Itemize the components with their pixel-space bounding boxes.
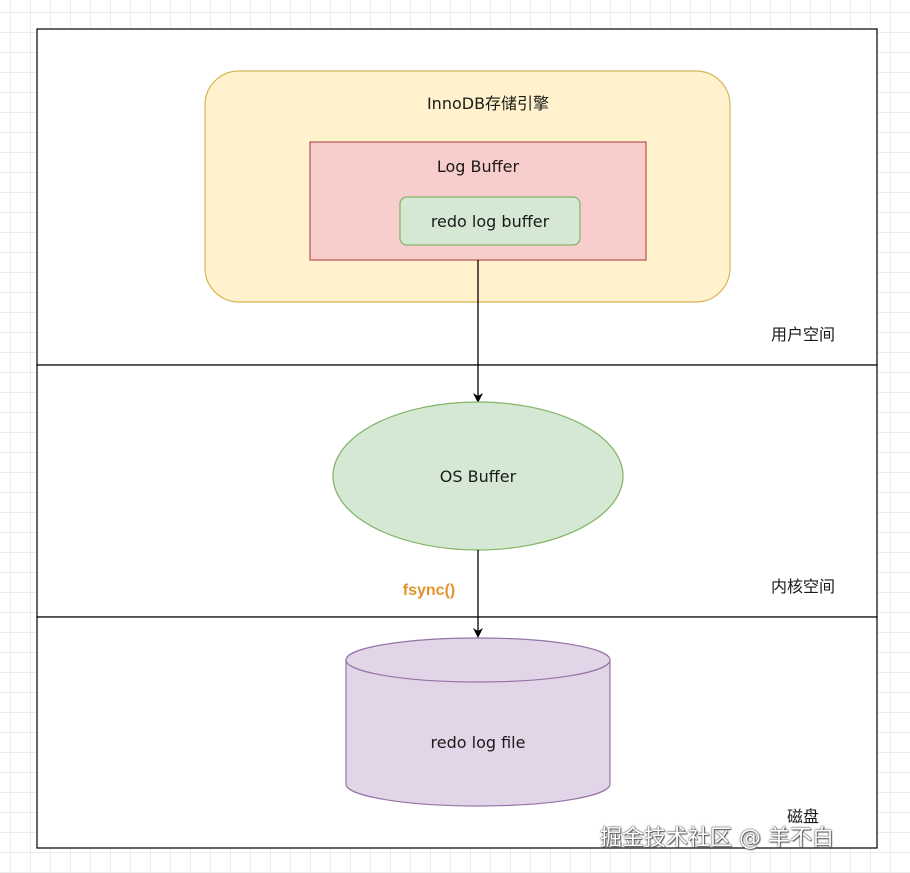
fsync-label: fsync() [403,582,455,599]
zone-user-space-label: 用户空间 [771,325,835,344]
zone-disk-label: 磁盘 [787,807,819,826]
redo-log-file-cylinder[interactable] [345,637,611,807]
redo-log-buffer-label: redo log buffer [431,212,550,231]
zone-kernel-space-label: 内核空间 [771,577,835,596]
redo-log-file-label: redo log file [431,733,526,752]
os-buffer-label: OS Buffer [440,467,517,486]
log-buffer-label: Log Buffer [437,157,520,176]
watermark-text: 掘金技术社区 @ 羊不白 [600,826,834,851]
redo-log-file-cylinder-top-rim [345,659,611,683]
redo-log-buffer-box[interactable] [399,196,581,246]
innodb-engine-label: InnoDB存储引擎 [427,94,549,113]
